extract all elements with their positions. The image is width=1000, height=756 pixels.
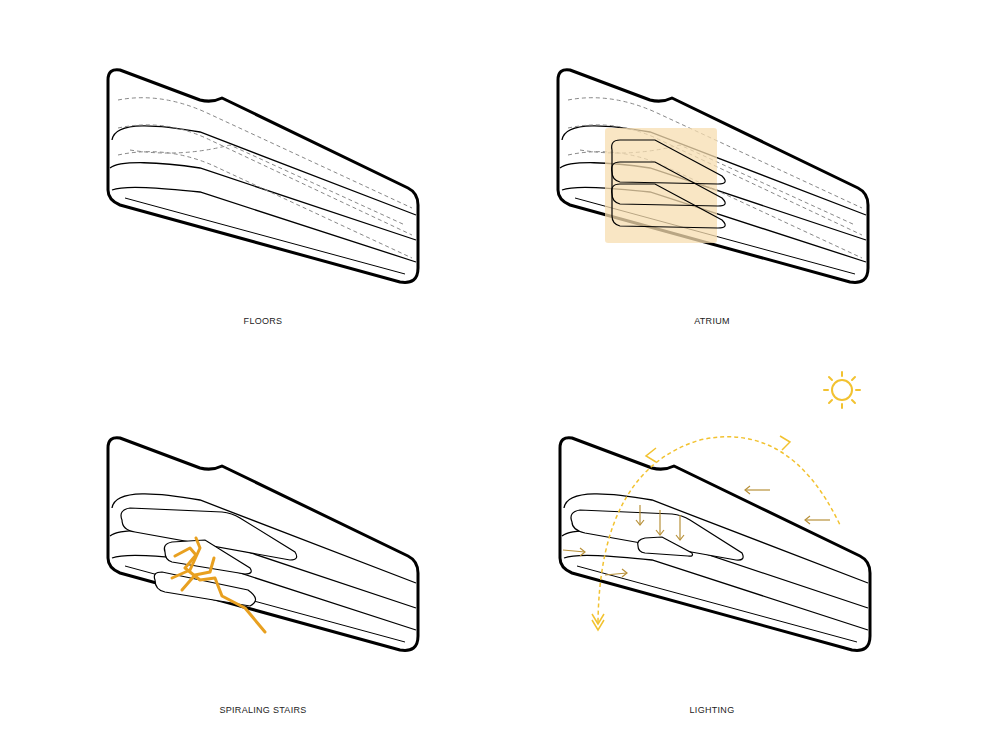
caption-text: ATRIUM <box>694 316 730 326</box>
panel-caption: SPIRALING STAIRS <box>219 699 306 717</box>
floors-illustration <box>108 70 418 283</box>
panel-caption: FLOORS <box>244 310 283 328</box>
panel-caption: LIGHTING <box>690 699 735 717</box>
stairs-illustration <box>108 438 418 651</box>
lighting-illustration <box>560 372 870 650</box>
atrium-illustration <box>558 70 868 283</box>
panel-caption: ATRIUM <box>694 310 730 328</box>
caption-text: FLOORS <box>244 316 283 326</box>
caption-text: SPIRALING STAIRS <box>219 705 306 715</box>
caption-text: LIGHTING <box>690 705 735 715</box>
